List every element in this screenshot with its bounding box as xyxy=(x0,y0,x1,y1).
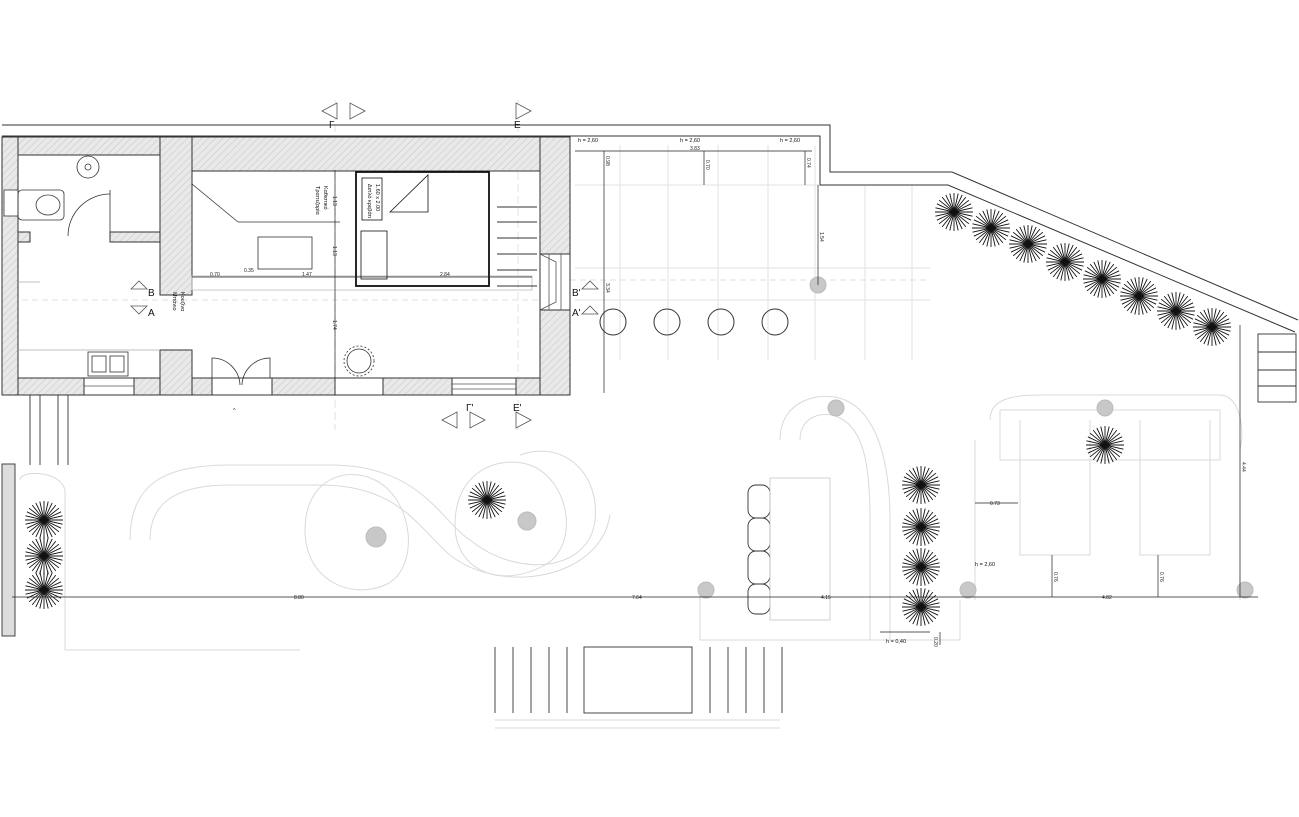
living-furniture xyxy=(191,183,533,291)
height-label-1: h = 2,60 xyxy=(578,138,598,144)
section-markers xyxy=(130,102,599,429)
dim-076b: 0.76 xyxy=(1158,572,1164,582)
plant-symbol xyxy=(1009,225,1047,263)
tree-spots xyxy=(365,276,1254,599)
plant-symbol xyxy=(1083,260,1121,298)
dim-113a: 1.13 xyxy=(331,196,337,206)
dimension-lines xyxy=(12,150,1258,645)
landscape-curves xyxy=(19,394,1243,729)
windows xyxy=(84,253,562,390)
double-bed xyxy=(355,171,490,287)
section-mark-e-prime: E' xyxy=(513,403,522,414)
dim-074: 0.74 xyxy=(805,158,811,168)
height-label-3: h = 2,60 xyxy=(780,138,800,144)
dining-label: Τραπεζαρία xyxy=(314,186,320,216)
lounge-chairs xyxy=(747,477,831,621)
section-mark-g: Γ xyxy=(329,120,335,131)
dim-284: 2.84 xyxy=(440,272,450,278)
dim-098: 0.98 xyxy=(604,156,610,166)
dim-076a: 0.76 xyxy=(1052,572,1058,582)
building-walls xyxy=(1,136,571,396)
section-mark-b: B xyxy=(148,288,155,299)
plant-symbol xyxy=(25,537,63,575)
plant-symbol xyxy=(935,193,973,231)
plant-symbol xyxy=(1120,277,1158,315)
plant-symbol xyxy=(25,571,63,609)
dim-020: 0.20 xyxy=(932,637,938,647)
living-label: Καθιστικό xyxy=(322,186,329,210)
dim-334: 3.34 xyxy=(604,283,610,293)
section-mark-a: A xyxy=(148,308,155,319)
height-label-4: h = 2,60 xyxy=(975,562,995,568)
patio-stools xyxy=(599,308,789,336)
bath-label: Μπάνιο xyxy=(171,292,178,311)
section-mark-a-prime: A' xyxy=(572,308,581,319)
dim-383: 3.83 xyxy=(690,146,700,152)
dim-880: 8.80 xyxy=(294,595,304,601)
outdoor-steps xyxy=(1,333,1297,714)
plant-symbol xyxy=(25,501,63,539)
stairs xyxy=(497,206,537,287)
plant-symbol xyxy=(902,466,940,504)
height-label-5: h = 0,40 xyxy=(886,639,906,645)
dim-444: 4.44 xyxy=(1240,462,1246,472)
entry-marker: ^ xyxy=(233,408,236,414)
plant-symbol xyxy=(468,481,506,519)
section-mark-e: E xyxy=(514,120,521,131)
round-table xyxy=(343,345,375,377)
dim-073: 0.73 xyxy=(990,501,1000,507)
plant-symbol xyxy=(1046,243,1084,281)
kitchen-sink xyxy=(18,349,160,377)
site-boundary xyxy=(2,124,1299,333)
plant-symbol xyxy=(902,588,940,626)
entrance-door xyxy=(211,357,271,386)
plant-symbol xyxy=(1086,426,1124,464)
dim-070: 0.70 xyxy=(210,272,220,278)
bathroom xyxy=(3,155,111,283)
plant-symbol xyxy=(1193,308,1231,346)
dim-764: 7.64 xyxy=(632,595,642,601)
kitchen-label: Κουζίνα xyxy=(179,292,185,312)
dim-147: 1.47 xyxy=(302,272,312,278)
plants xyxy=(25,193,1231,626)
plant-symbol xyxy=(902,548,940,586)
section-mark-g-prime: Γ' xyxy=(466,403,474,414)
height-label-2: h = 2,60 xyxy=(680,138,700,144)
plant-symbol xyxy=(902,508,940,546)
dim-174: 1.74 xyxy=(331,320,337,330)
plant-symbol xyxy=(1157,292,1195,330)
section-mark-b-prime: B' xyxy=(572,288,581,299)
dim-154: 1.54 xyxy=(818,232,824,242)
dim-415: 4.15 xyxy=(821,595,831,601)
dim-070b: 0.70 xyxy=(704,160,710,170)
plant-symbol xyxy=(972,209,1010,247)
bed-label: Διπλό κρεβάτι xyxy=(366,184,373,219)
dim-113b: 1.13 xyxy=(331,246,337,256)
dim-482: 4.82 xyxy=(1102,595,1112,601)
bed-size-label: 1.60 x 2.00 xyxy=(374,184,380,211)
dim-035: 0.35 xyxy=(244,268,254,274)
